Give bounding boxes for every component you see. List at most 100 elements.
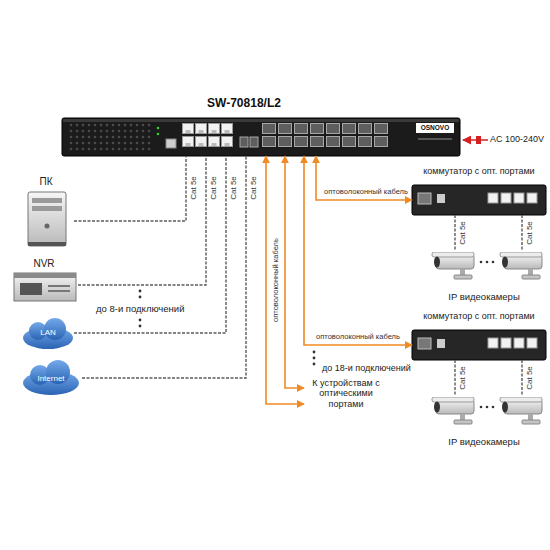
sfp-port-block	[262, 123, 390, 147]
drive-bay	[32, 198, 62, 203]
fiber-cable	[266, 156, 304, 404]
cable-type-label: Cat 5e	[526, 366, 535, 390]
power-label: AC 100-240V	[490, 134, 544, 145]
power-button	[45, 224, 50, 229]
cable-type-label: Cat 5e	[190, 176, 199, 200]
sfp-port	[418, 338, 431, 349]
cable-label: оптоволоконный кабель	[271, 238, 279, 322]
ellipsis-dot	[313, 357, 316, 360]
power-plug	[476, 136, 481, 144]
ellipsis-dot	[480, 406, 483, 409]
twisted-pair-cable	[454, 360, 455, 395]
cable-type-label: Cat 5e	[526, 221, 535, 245]
ellipsis-dot	[313, 363, 316, 366]
rj45-port-block	[182, 123, 234, 147]
nvr-device: NVR	[10, 258, 78, 304]
twisted-pair-cable	[78, 156, 206, 285]
optical-switch: коммутатор с опт. портами	[412, 166, 546, 215]
console-port	[166, 139, 176, 148]
rj45-port	[501, 338, 511, 348]
pc-tower	[28, 192, 66, 246]
drive-bay	[32, 206, 62, 211]
sfp-port	[418, 193, 431, 204]
nvr-slot	[48, 285, 70, 287]
fiber-cable	[316, 156, 412, 200]
ellipsis-dot	[492, 261, 495, 264]
ip-camera	[432, 397, 474, 424]
twisted-pair-cable	[454, 215, 455, 250]
cable-type-label: Cat 5e	[210, 176, 219, 200]
rj45-port	[488, 193, 498, 203]
node-label: SW-70818/L2	[207, 96, 281, 110]
internet-cloud-shape	[23, 360, 79, 395]
nvr-slot	[48, 290, 70, 292]
status-led	[157, 127, 160, 130]
fiber-cable	[285, 156, 304, 388]
node-label: ПК	[39, 176, 52, 188]
rj45-port	[514, 193, 524, 203]
node-label: коммутатор с опт. портами	[423, 166, 534, 177]
managed-switch: SW-70818/L2	[62, 96, 460, 156]
cable-type-label: Cat 5e	[250, 176, 259, 200]
ellipsis-dot	[486, 261, 489, 264]
cable-type-label: Cat 5e	[230, 176, 239, 200]
optical-devices: К устройствам с оптическими портами	[304, 378, 388, 409]
twisted-pair-cable	[521, 360, 522, 395]
lan-cloud-shape	[23, 318, 73, 349]
rj45-port	[527, 338, 537, 348]
cable-label: оптоволоконный кабель	[316, 333, 400, 341]
rj45-port	[501, 193, 511, 203]
optical-switch-body	[412, 185, 546, 215]
model-plate	[418, 138, 452, 140]
ellipsis-dot	[139, 325, 142, 328]
ip-camera	[500, 252, 542, 279]
ellipsis-dot	[139, 319, 142, 322]
optical-switch: коммутатор с опт. портами	[412, 311, 546, 360]
ellipsis-dot	[139, 296, 142, 299]
rj45-port	[527, 193, 537, 203]
lan-cloud: LAN	[22, 316, 74, 350]
node-label: NVR	[33, 258, 54, 270]
brand-logo: OSNOVO	[416, 123, 454, 133]
switch-body	[62, 118, 460, 156]
logo-plate	[416, 123, 454, 133]
ellipsis-dot	[313, 351, 316, 354]
status-led	[157, 133, 160, 136]
cable-type-label: Cat 5e	[459, 366, 468, 390]
port-count-note: до 18-и подключений	[322, 363, 411, 374]
cable-label: оптоволоконный кабель	[324, 188, 408, 196]
twisted-pair-cable	[74, 156, 226, 333]
camera-group: IP видеокамеры	[420, 250, 548, 302]
ellipsis-dot	[492, 406, 495, 409]
switch-edge	[63, 119, 459, 122]
node-label: IP видеокамеры	[448, 291, 519, 302]
aux-port	[437, 339, 445, 348]
optical-switch-body	[412, 330, 546, 360]
port-count-note: до 8-и подключений	[96, 303, 184, 314]
ellipsis-dot	[480, 261, 483, 264]
twisted-pair-cable	[521, 215, 522, 250]
pc-base	[28, 242, 66, 246]
combo-port	[250, 137, 258, 147]
cable-type-label: Cat 5e	[459, 221, 468, 245]
node-label: коммутатор с опт. портами	[423, 311, 534, 322]
pc-device: ПК	[18, 176, 74, 248]
power-arrow	[463, 139, 488, 141]
ip-camera	[432, 252, 474, 279]
twisted-pair-cable	[74, 156, 186, 221]
node-label: LAN	[40, 328, 56, 338]
node-label: К устройствам с оптическими портами	[309, 378, 383, 409]
aux-port	[437, 194, 445, 203]
rj45-port	[488, 338, 498, 348]
nvr-top	[14, 273, 76, 278]
ellipsis-dot	[139, 290, 142, 293]
nvr-panel	[20, 283, 42, 295]
ellipsis-dot	[486, 406, 489, 409]
internet-cloud: Internet	[20, 360, 82, 398]
node-label: Internet	[37, 374, 64, 384]
camera-group: IP видеокамеры	[420, 395, 548, 447]
rj45-port	[514, 338, 524, 348]
vent-grid	[68, 122, 152, 152]
ip-camera	[500, 397, 542, 424]
twisted-pair-cable	[82, 156, 246, 378]
